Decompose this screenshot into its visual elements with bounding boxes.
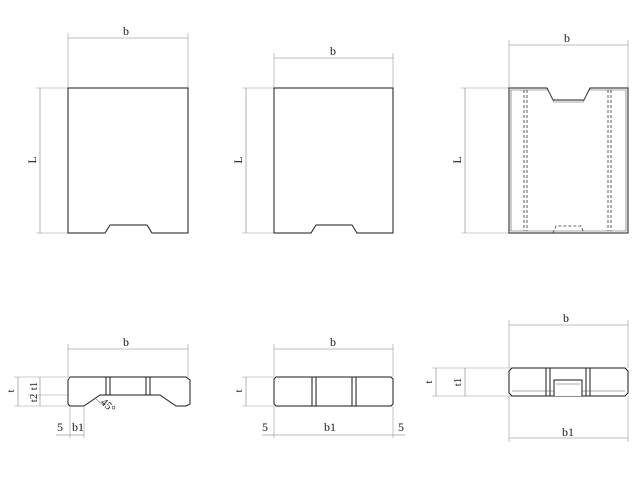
angle-leader xyxy=(95,398,105,407)
section-view-left: b t t1 t2 45° 5 b1 xyxy=(5,335,191,438)
dimension-label-t: t xyxy=(423,380,435,383)
centre-notch xyxy=(553,379,583,396)
dimension-label-b1: b1 xyxy=(324,420,336,434)
dimension-label-b: b xyxy=(123,335,129,349)
dimension-label-b: b xyxy=(123,24,129,38)
panel-outline xyxy=(67,87,189,234)
panel-outline xyxy=(273,87,394,234)
plan-view-middle: b L xyxy=(231,44,394,234)
dimension-label-b: b xyxy=(564,31,570,45)
section-outline xyxy=(67,376,191,407)
angle-label: 45° xyxy=(98,396,117,415)
dimension-label-b: b xyxy=(563,311,569,325)
dimension-label-5: 5 xyxy=(262,420,268,434)
dimension-label-t: t xyxy=(233,389,245,392)
plan-view-right: b L xyxy=(450,31,629,234)
dimension-label-t2: t2 xyxy=(28,394,40,403)
dimension-label-5: 5 xyxy=(57,420,63,434)
section-outline xyxy=(273,376,394,407)
dimension-label-L: L xyxy=(25,156,39,163)
plan-view-left: b L xyxy=(25,24,189,234)
dimension-label-L: L xyxy=(450,156,464,163)
dimension-label-b1: b1 xyxy=(72,420,84,434)
dimension-label-t1: t1 xyxy=(28,382,40,391)
dimension-label-t1: t1 xyxy=(452,378,464,387)
dimension-label-b: b xyxy=(330,44,336,58)
dimension-label-t: t xyxy=(5,389,17,392)
panel-inner-edge xyxy=(510,89,627,232)
dimension-label-b: b xyxy=(330,335,336,349)
hidden-notch xyxy=(552,225,585,234)
section-view-middle: b t 5 b1 5 xyxy=(233,335,405,438)
dimension-label-5: 5 xyxy=(398,420,404,434)
section-view-right: b t t1 b1 xyxy=(423,311,629,442)
dimension-label-b1: b1 xyxy=(562,425,574,439)
dimension-label-L: L xyxy=(231,156,245,163)
